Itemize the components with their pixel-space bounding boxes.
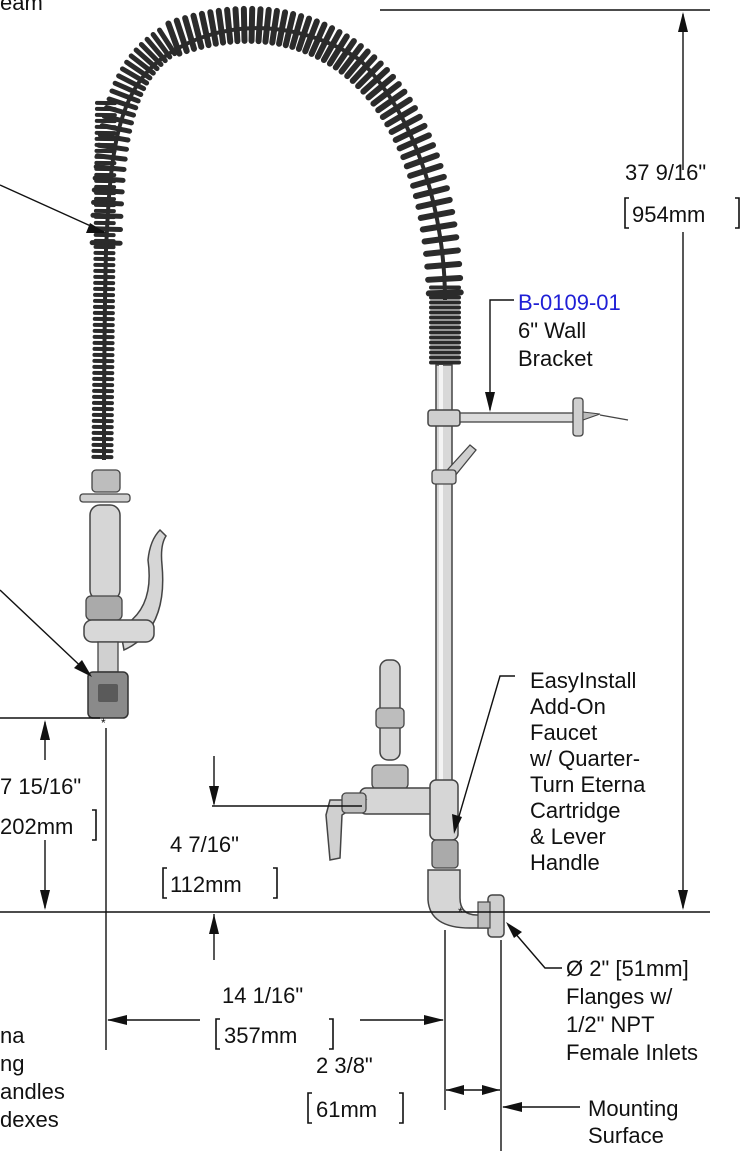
hose-wrap-coil: [91, 100, 117, 460]
spring-coil-turn: [326, 33, 350, 67]
spring-coil-turn: [349, 54, 378, 84]
faucet-line-1: Add-On: [530, 694, 606, 719]
bracket-label-line1: 6" Wall: [518, 318, 586, 343]
spring-coil-turn: [198, 10, 212, 49]
spring-coil-turn: [190, 12, 205, 50]
mm-bracket-close: [399, 1092, 404, 1124]
offset-dim: 2 3/8": [316, 1053, 373, 1078]
mm-bracket-open: [162, 867, 167, 899]
overhead-spring-coil: [89, 5, 464, 297]
spray-valve: *: [79, 469, 167, 730]
svg-text:B-0109-01: B-0109-01: [518, 290, 621, 315]
spring-coil-turn: [344, 48, 371, 80]
spring-coil-turn: [101, 113, 134, 126]
clipped-left-callout: na ng andles dexes: [0, 1023, 65, 1132]
offset-mm: 61mm: [316, 1097, 377, 1122]
faucet-line-6: & Lever: [530, 824, 606, 849]
spring-coil-turn: [215, 7, 227, 46]
faucet-line-4: Turn Eterna: [530, 772, 646, 797]
clipped-left-line-2: andles: [0, 1079, 65, 1104]
add-on-faucet: *: [325, 659, 505, 938]
spring-coil-turn: [106, 96, 139, 111]
spring-coil-turn: [269, 7, 280, 46]
faucet-line-7: Handle: [530, 850, 600, 875]
clipped-top-label: eam: [0, 0, 43, 15]
mounting-line-0: Mounting: [588, 1096, 679, 1121]
flange-line-2: 1/2" NPT: [566, 1012, 655, 1037]
flange-callout: Ø 2" [51mm] Flanges w/ 1/2" NPT Female I…: [566, 956, 698, 1065]
clipped-left-line-0: na: [0, 1023, 25, 1048]
spring-coil-turn: [224, 6, 234, 45]
flange-line-1: Flanges w/: [566, 984, 673, 1009]
mm-bracket-close: [92, 809, 97, 841]
spring-coil-turn: [355, 60, 384, 90]
spring-coil-turn: [360, 66, 390, 95]
center-mark-spray: *: [101, 716, 106, 730]
spring-coil-turn: [255, 6, 264, 45]
faucet-callout: EasyInstall Add-On Faucet w/ Quarter- Tu…: [529, 668, 646, 875]
spray-height-mm: 202mm: [0, 814, 73, 839]
spring-coil-turn: [116, 73, 147, 92]
total-height-mm: 954mm: [632, 202, 705, 227]
reach-dim: 14 1/16": [222, 983, 303, 1008]
reach-mm: 357mm: [224, 1023, 297, 1048]
riser-spring-gather: [429, 285, 461, 365]
callout-labels: eam 37 9/16" 954mm B-0109-01 6" Wall Bra…: [0, 0, 740, 1148]
clipped-left-line-1: ng: [0, 1051, 24, 1076]
flange-line-0: Ø 2" [51mm]: [566, 956, 689, 981]
bracket-label-line2: Bracket: [518, 346, 593, 371]
faucet-line-3: w/ Quarter-: [529, 746, 640, 771]
spring-coil-turn: [109, 88, 141, 104]
spring-coil-turn: [240, 5, 248, 44]
total-height-dim: 37 9/16": [625, 160, 706, 185]
spring-coil-turn: [262, 6, 272, 45]
mm-bracket-open: [215, 1018, 220, 1050]
hose: [102, 26, 447, 461]
mounting-line-1: Surface: [588, 1123, 664, 1148]
spring-coil-turn: [182, 15, 198, 52]
faucet-line-2: Faucet: [530, 720, 597, 745]
flange-line-3: Female Inlets: [566, 1040, 698, 1065]
faucet-height-dim: 4 7/16": [170, 832, 239, 857]
spring-coil-turn: [338, 43, 364, 75]
spring-coil-turn: [207, 9, 219, 47]
mm-bracket-open: [624, 197, 629, 229]
mm-bracket-close: [329, 1018, 334, 1050]
faucet-height-mm: 112mm: [170, 872, 242, 897]
riser-highlight: [439, 365, 443, 835]
mm-bracket-close: [273, 867, 278, 899]
spring-coil-turn: [112, 80, 144, 98]
riser-pipe: [435, 364, 453, 836]
faucet-line-5: Cartridge: [530, 798, 620, 823]
mm-bracket-close: [735, 197, 740, 229]
wall-bracket: [427, 397, 629, 485]
spring-coil-turn: [232, 6, 241, 45]
spray-height-dim: 7 15/16": [0, 774, 81, 799]
bracket-part-link[interactable]: B-0109-01: [518, 290, 621, 315]
dimension-lines: [0, 9, 710, 1151]
spring-coil-turn: [332, 38, 357, 71]
faucet-line-0: EasyInstall: [530, 668, 636, 693]
spring-coil-turn: [248, 5, 256, 44]
pre-rinse-assembly: * *: [79, 5, 629, 938]
mm-bracket-open: [307, 1092, 312, 1124]
clipped-left-line-3: dexes: [0, 1107, 59, 1132]
